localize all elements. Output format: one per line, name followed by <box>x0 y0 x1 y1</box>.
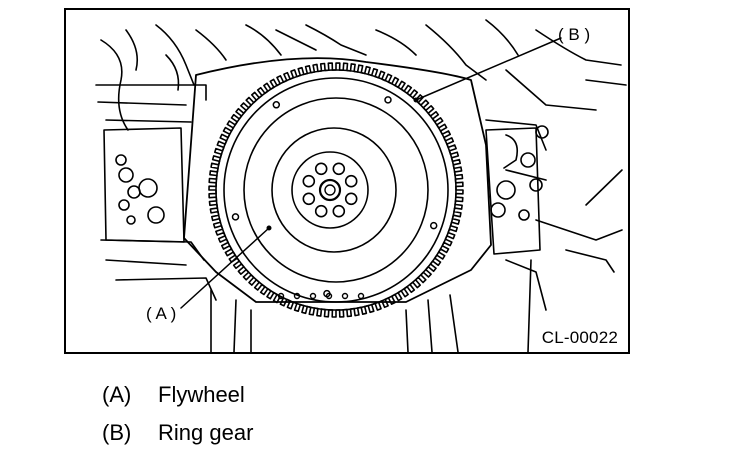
left-bracket <box>103 127 185 243</box>
housing-hole <box>341 292 349 300</box>
callout-b-dot <box>413 97 419 103</box>
legend-item: (A) Flywheel <box>102 382 253 420</box>
rim-hole <box>384 96 392 104</box>
hub-bolt-hole <box>314 162 328 176</box>
rim-hole <box>272 101 281 109</box>
crank-bolt-holes <box>302 162 358 218</box>
callout-b-label: ( B ) <box>558 25 590 44</box>
legend-text: Ring gear <box>158 420 254 445</box>
housing-hole <box>325 292 333 300</box>
housing-hole <box>309 292 317 300</box>
engine-background-lines <box>95 19 627 352</box>
flywheel-rim-holes <box>231 96 438 298</box>
legend-text: Flywheel <box>158 382 245 407</box>
hub-bolt-hole <box>302 174 316 188</box>
flywheel-inner-ring <box>271 127 397 253</box>
hub-bolt-hole <box>332 204 346 218</box>
pilot-bearing-bore <box>318 178 342 202</box>
callout-b-leader <box>415 37 562 101</box>
housing-lower-holes <box>277 292 365 300</box>
ring-gear-teeth <box>208 62 464 318</box>
figure-id: CL-00022 <box>539 328 620 348</box>
rim-hole <box>429 221 438 230</box>
ring-gear-inner-edge <box>215 69 457 311</box>
legend-key: (A) <box>102 382 132 407</box>
rim-hole <box>231 213 240 221</box>
flywheel-housing <box>183 57 492 303</box>
crank-hub <box>291 151 369 229</box>
flywheel-friction-face <box>243 97 429 283</box>
legend-key: (B) <box>102 420 132 445</box>
callout-a-dot <box>266 225 272 231</box>
housing-hole <box>293 292 301 300</box>
hub-bolt-hole <box>344 174 358 188</box>
callout-a-leader <box>180 227 270 309</box>
flywheel-outer-rim <box>223 77 449 303</box>
callout-a-label: ( A ) <box>146 304 176 323</box>
right-bracket <box>485 125 549 255</box>
hub-bolt-hole <box>344 192 358 206</box>
legend: (A) Flywheel (B) Ring gear <box>102 382 253 458</box>
ring-gear-tooth-profile <box>208 62 464 318</box>
housing-hole <box>357 292 365 300</box>
hub-bolt-hole <box>302 192 316 206</box>
housing-hole <box>277 292 285 300</box>
legend-item: (B) Ring gear <box>102 420 253 458</box>
flywheel-diagram: ( A ) ( B ) <box>95 19 627 352</box>
hub-bolt-hole <box>314 204 328 218</box>
pilot-bearing-inner <box>324 184 336 196</box>
hub-bolt-hole <box>332 162 346 176</box>
diagram-frame: ( A ) ( B ) CL-00022 <box>64 8 630 354</box>
